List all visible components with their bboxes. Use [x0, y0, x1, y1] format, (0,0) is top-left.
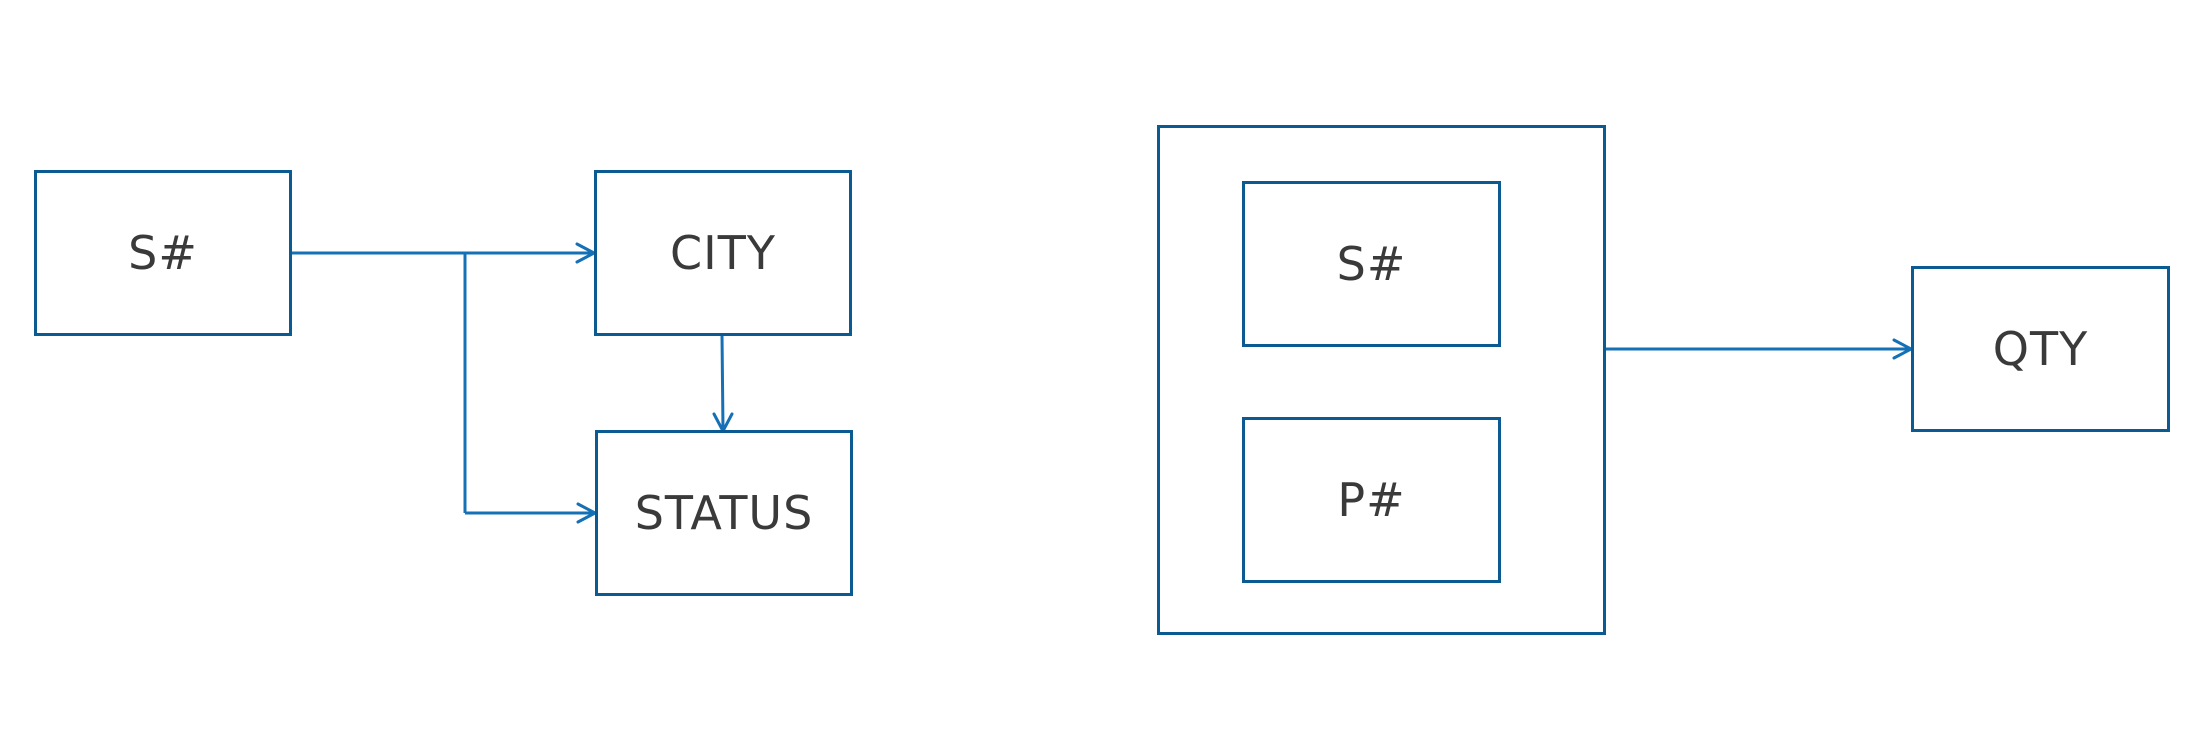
node-label: STATUS: [634, 486, 814, 540]
node-key-part-number: P#: [1242, 417, 1501, 583]
node-supplier-number: S#: [34, 170, 292, 336]
node-quantity: QTY: [1911, 266, 2170, 432]
node-status: STATUS: [595, 430, 853, 596]
composite-key-group: [1157, 125, 1606, 635]
node-label: P#: [1337, 473, 1406, 527]
node-city: CITY: [594, 170, 852, 336]
node-label: QTY: [1992, 322, 2089, 376]
arrow-city-to-status: [720, 334, 725, 430]
node-label: CITY: [670, 226, 776, 280]
node-key-supplier-number: S#: [1242, 181, 1501, 347]
node-label: S#: [128, 226, 198, 280]
node-label: S#: [1336, 237, 1407, 291]
